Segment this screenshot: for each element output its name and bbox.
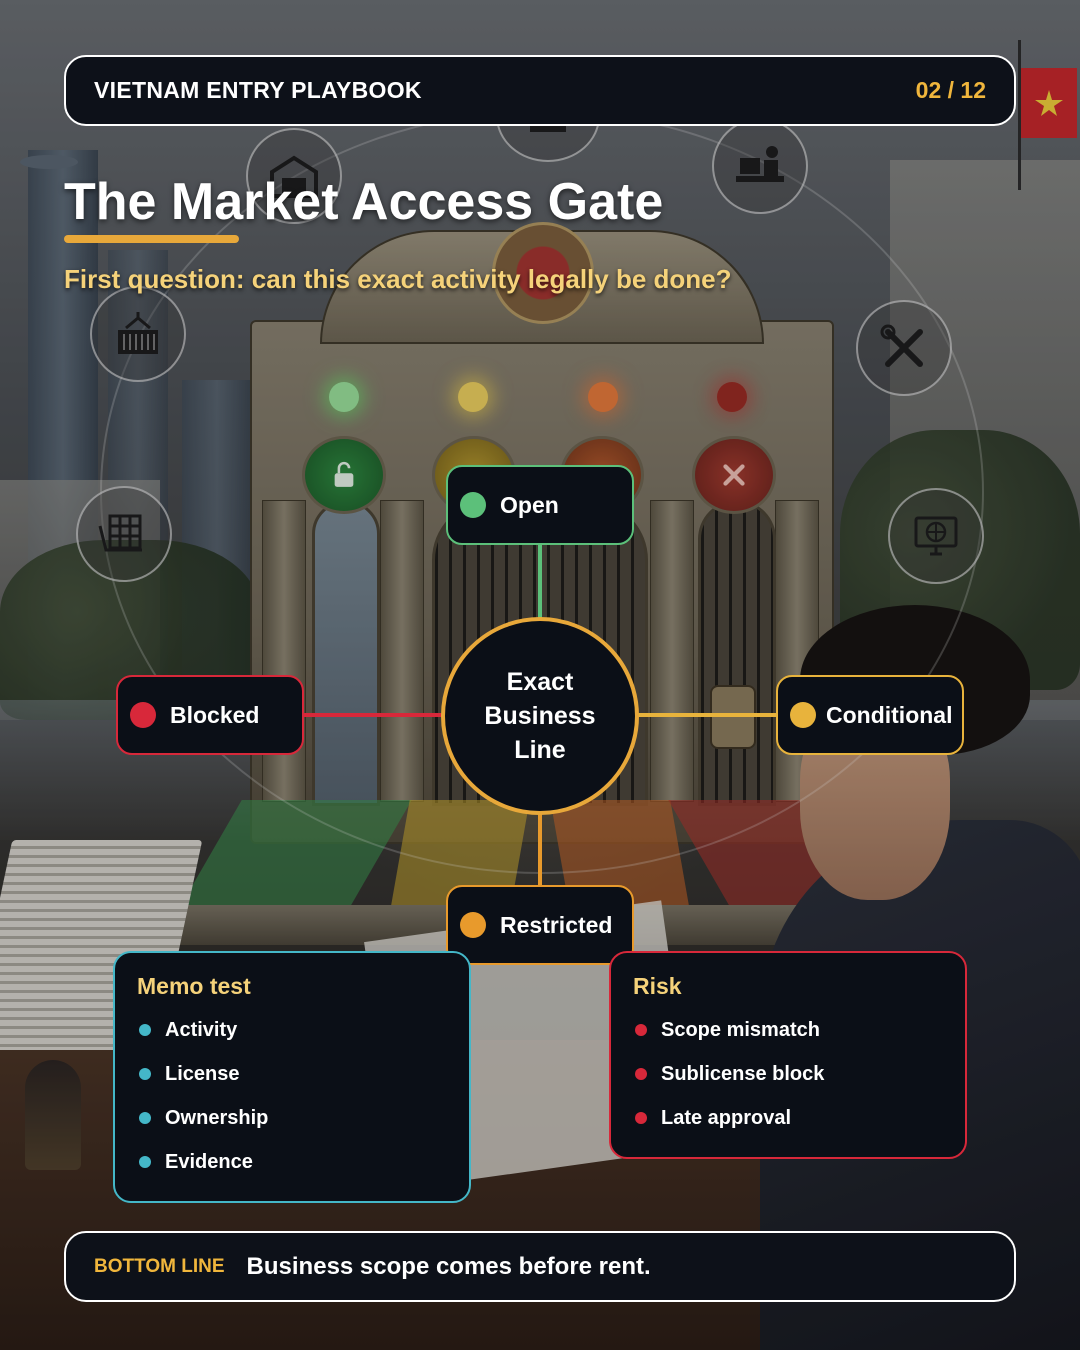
memo-test-title: Memo test bbox=[137, 973, 251, 999]
conditional-status-dot bbox=[790, 702, 816, 728]
logistics-cart-icon bbox=[76, 486, 172, 582]
node-restricted: Restricted bbox=[446, 885, 634, 965]
risk-panel: Risk Scope mismatch Sublicense block Lat… bbox=[609, 951, 967, 1159]
connector-conditional bbox=[638, 713, 778, 717]
node-blocked-label: Blocked bbox=[170, 701, 260, 728]
flag-pole bbox=[1018, 40, 1021, 190]
list-item-label: Ownership bbox=[165, 1106, 269, 1129]
node-open-label: Open bbox=[500, 491, 559, 518]
list-item-label: Late approval bbox=[661, 1106, 792, 1129]
playbook-title: VIETNAM ENTRY PLAYBOOK bbox=[94, 77, 422, 103]
bullet-icon bbox=[139, 1068, 151, 1080]
risk-list: Scope mismatch Sublicense block Late app… bbox=[633, 1008, 943, 1140]
blocked-status-dot bbox=[130, 702, 156, 728]
page-counter: 02 / 12 bbox=[915, 77, 986, 103]
connector-restricted bbox=[538, 813, 542, 887]
memo-test-panel: Memo test Activity License Ownership Evi… bbox=[113, 951, 471, 1203]
tools-icon bbox=[856, 300, 952, 396]
list-item: Activity bbox=[137, 1008, 447, 1052]
header-bar: VIETNAM ENTRY PLAYBOOK 02 / 12 bbox=[64, 55, 1016, 126]
bottom-line-message: Business scope comes before rent. bbox=[246, 1252, 651, 1280]
list-item: License bbox=[137, 1052, 447, 1096]
skyscraper-helipad bbox=[20, 155, 78, 169]
bullet-icon bbox=[139, 1156, 151, 1168]
bullet-icon bbox=[635, 1112, 647, 1124]
monitor-globe-icon bbox=[888, 488, 984, 584]
connector-open bbox=[538, 545, 542, 619]
connector-blocked bbox=[303, 713, 443, 717]
node-open: Open bbox=[446, 465, 634, 545]
list-item-label: License bbox=[165, 1062, 240, 1085]
list-item-label: Scope mismatch bbox=[661, 1018, 820, 1041]
list-item-label: Activity bbox=[165, 1018, 238, 1041]
center-node-label: Exact Business Line bbox=[484, 668, 596, 764]
page-subtitle: First question: can this exact activity … bbox=[64, 264, 732, 294]
list-item-label: Sublicense block bbox=[661, 1062, 825, 1085]
bottom-line-bar: BOTTOM LINE Business scope comes before … bbox=[64, 1231, 1016, 1302]
list-item: Sublicense block bbox=[633, 1052, 943, 1096]
bottom-line-tag: BOTTOM LINE bbox=[94, 1255, 225, 1277]
center-node: Exact Business Line bbox=[441, 617, 639, 815]
warehouse-icon bbox=[246, 128, 342, 224]
bullet-icon bbox=[139, 1024, 151, 1036]
list-item: Scope mismatch bbox=[633, 1008, 943, 1052]
page-title: The Market Access Gate bbox=[64, 173, 664, 231]
list-item-label: Evidence bbox=[165, 1150, 253, 1173]
risk-title: Risk bbox=[633, 973, 682, 999]
bullet-icon bbox=[635, 1024, 647, 1036]
node-blocked: Blocked bbox=[116, 675, 304, 755]
node-conditional: Conditional bbox=[776, 675, 964, 755]
vietnam-flag-icon bbox=[1021, 68, 1077, 138]
worker-desk-icon bbox=[712, 118, 808, 214]
bullet-icon bbox=[635, 1068, 647, 1080]
list-item: Evidence bbox=[137, 1140, 447, 1184]
node-restricted-label: Restricted bbox=[500, 911, 613, 938]
list-item: Late approval bbox=[633, 1096, 943, 1140]
bullet-icon bbox=[139, 1112, 151, 1124]
title-underline bbox=[64, 235, 239, 243]
open-status-dot bbox=[460, 492, 486, 518]
memo-test-list: Activity License Ownership Evidence bbox=[137, 1008, 447, 1184]
stamp-icon bbox=[25, 1060, 81, 1170]
node-conditional-label: Conditional bbox=[826, 701, 953, 728]
restricted-status-dot bbox=[460, 912, 486, 938]
list-item: Ownership bbox=[137, 1096, 447, 1140]
shipping-container-icon bbox=[90, 286, 186, 382]
